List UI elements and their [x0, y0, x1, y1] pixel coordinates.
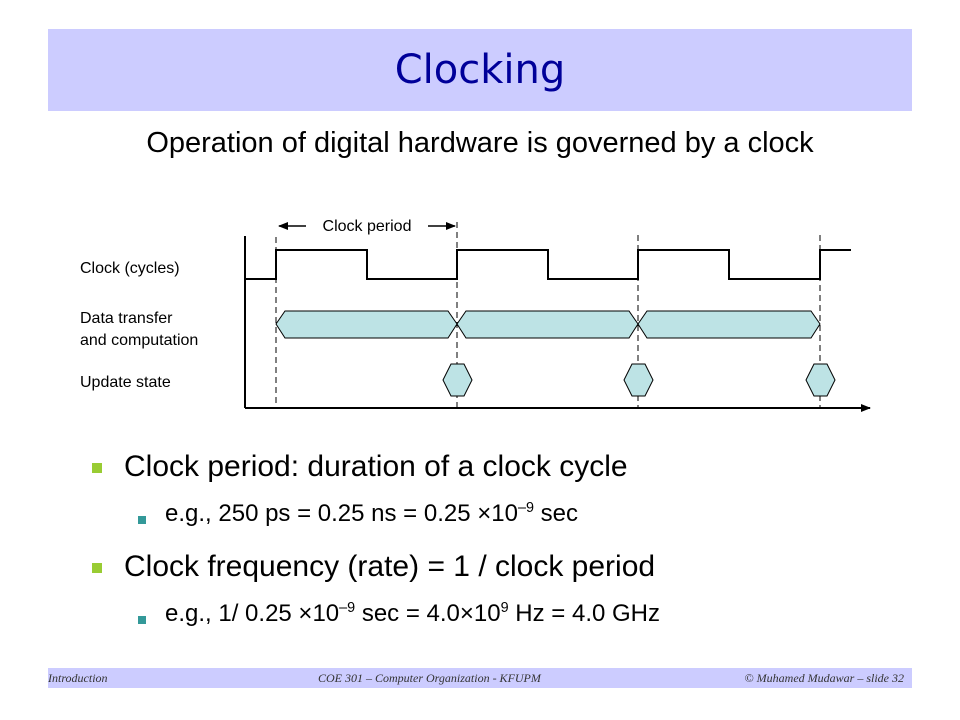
update-state-shape	[623, 363, 654, 397]
slide-subtitle: Operation of digital hardware is governe…	[146, 127, 814, 159]
data-transfer-shape	[456, 310, 639, 339]
bullet-clock-period: Clock period: duration of a clock cycle	[124, 450, 628, 483]
example-text-part: sec	[533, 500, 578, 527]
footer-bar: Introduction COE 301 – Computer Organiza…	[48, 668, 912, 688]
footer-right: © Muhamed Mudawar – slide 32	[744, 671, 904, 685]
row-label-data-line1: Data transfer	[80, 310, 173, 327]
data-transfer-shape	[275, 310, 458, 339]
update-state-shape	[805, 363, 836, 397]
bullet-clock-frequency: Clock frequency (rate) = 1 / clock perio…	[124, 550, 656, 583]
row-label-data-line2: and computation	[80, 332, 198, 349]
bullet-marker	[92, 563, 102, 573]
sub-bullet-marker	[138, 516, 146, 524]
footer-left: Introduction	[48, 671, 108, 685]
slide-title: Clocking	[394, 47, 566, 93]
title-bar: Clocking	[48, 29, 912, 111]
example-text-part: Hz = 4.0 GHz	[508, 600, 661, 627]
update-state-shape	[442, 363, 473, 397]
footer-center: COE 301 – Computer Organization - KFUPM	[318, 671, 541, 685]
example-text-part: sec = 4.0×10	[355, 600, 501, 627]
example-text-part: e.g., 250 ps = 0.25 ns = 0.25 ×10	[165, 500, 518, 527]
data-transfer-shape	[637, 310, 821, 339]
example-exponent: –9	[517, 500, 534, 516]
sub-bullet-clock-frequency-example: e.g., 1/ 0.25 ×10–9 sec = 4.0×109 Hz = 4…	[165, 600, 660, 628]
sub-bullet-marker	[138, 616, 146, 624]
clock-period-label: Clock period	[323, 218, 412, 235]
sub-bullet-clock-period-example: e.g., 250 ps = 0.25 ns = 0.25 ×10–9 sec	[165, 500, 578, 528]
clock-waveform	[246, 249, 851, 280]
example-exponent: –9	[339, 600, 356, 616]
bullet-marker	[92, 463, 102, 473]
example-text-part: e.g., 1/ 0.25 ×10	[165, 600, 340, 627]
row-label-clock: Clock (cycles)	[80, 260, 180, 277]
row-label-update: Update state	[80, 374, 171, 391]
example-exponent: 9	[500, 600, 509, 616]
